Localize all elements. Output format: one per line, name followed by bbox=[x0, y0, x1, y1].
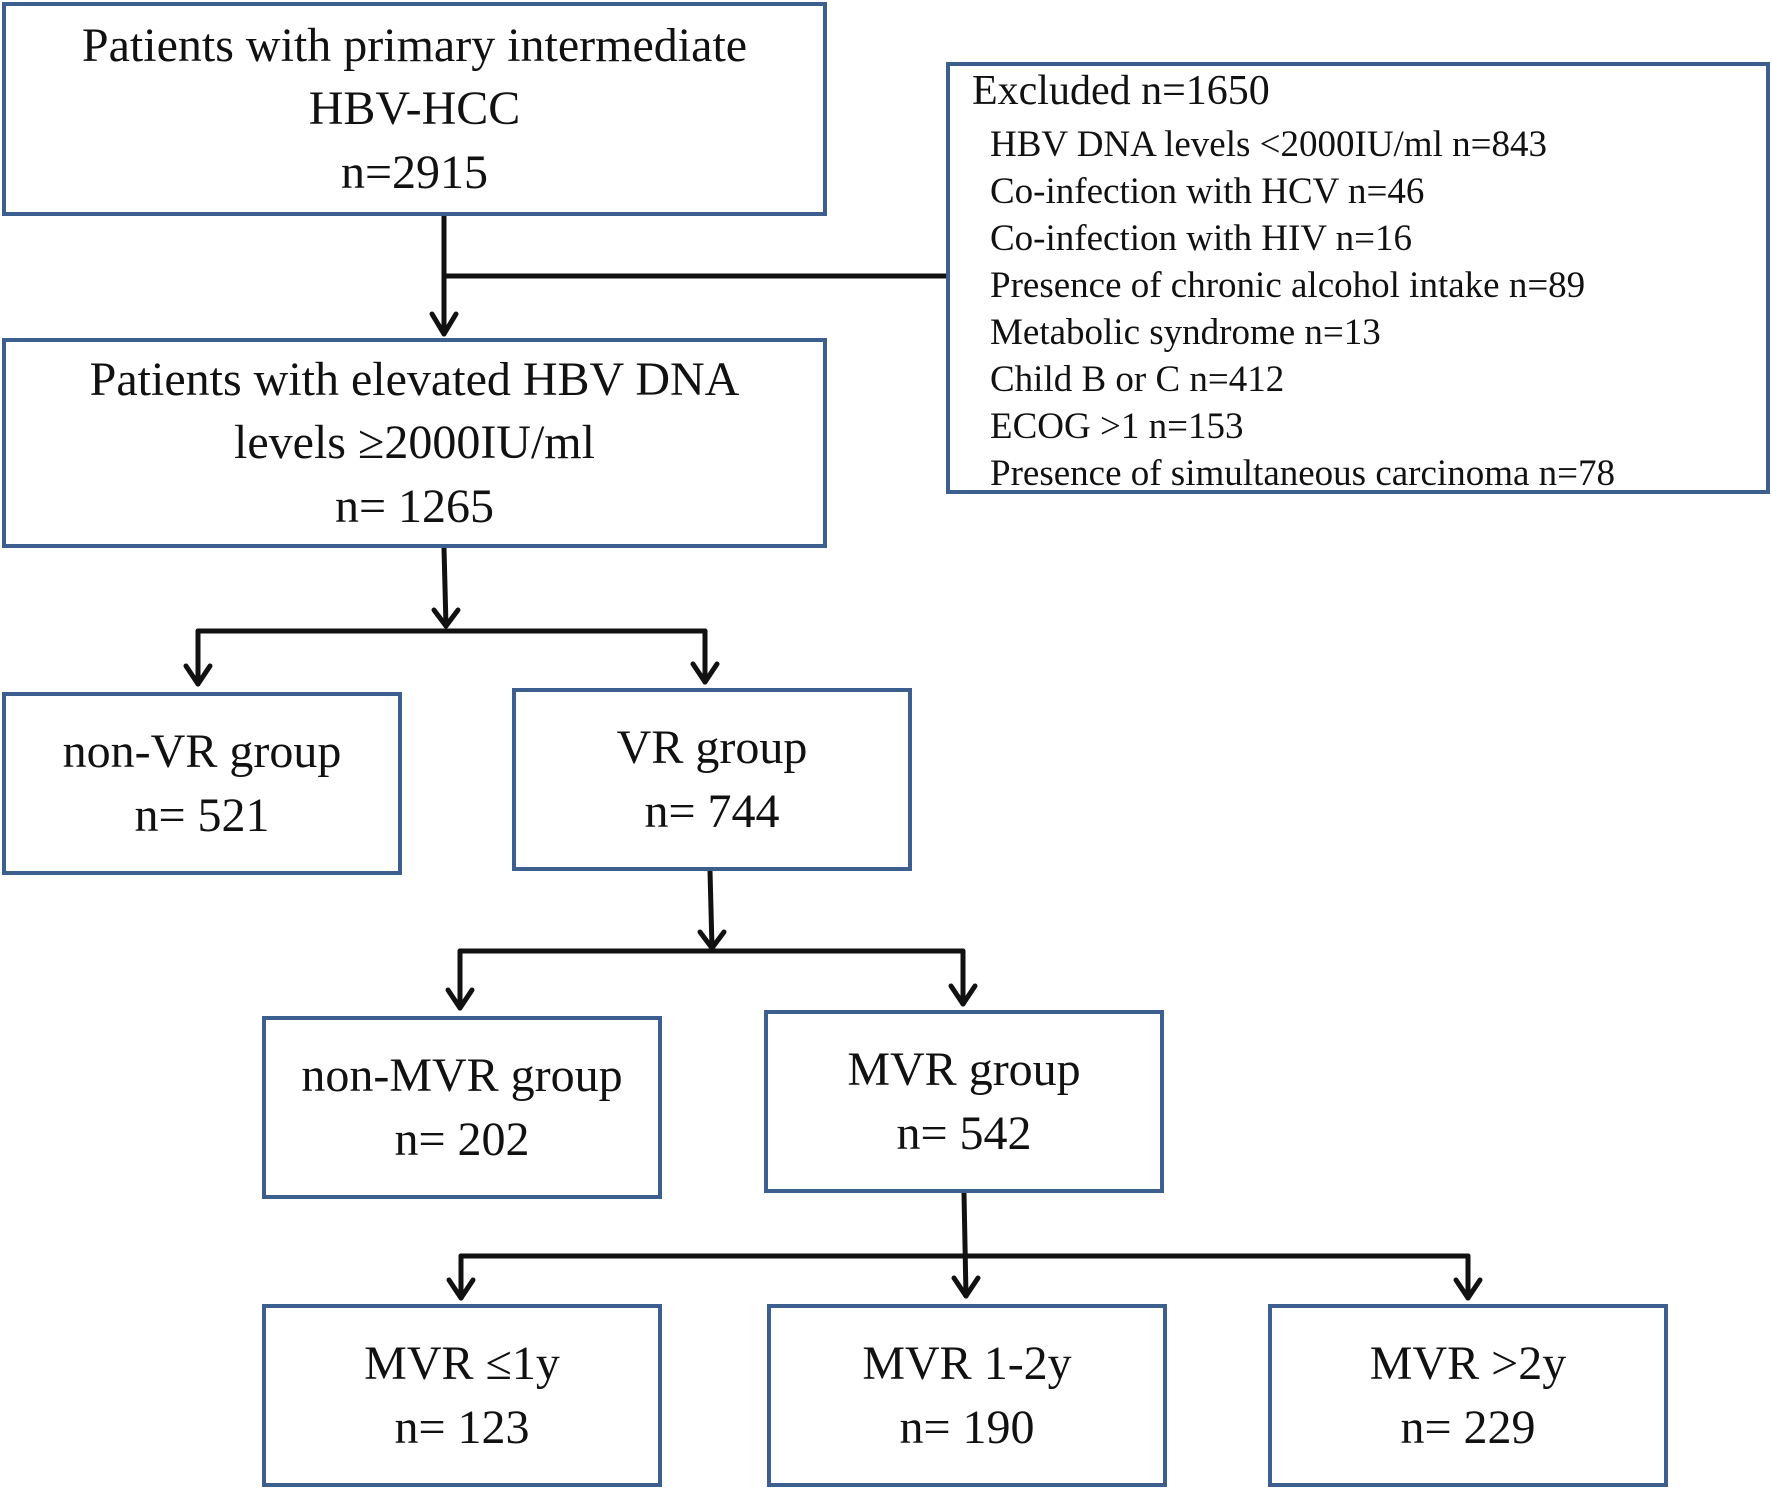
box-mvr-le-1y: MVR ≤1y n= 123 bbox=[262, 1304, 662, 1487]
nonvr-count: n= 521 bbox=[134, 788, 270, 842]
box-vr-group: VR group n= 744 bbox=[512, 688, 912, 871]
nonmvr-label: non-MVR group bbox=[301, 1049, 623, 1103]
mvr-count: n= 542 bbox=[896, 1106, 1032, 1160]
box-mvr-1-2y: MVR 1-2y n= 190 bbox=[767, 1304, 1167, 1487]
box-non-mvr-group: non-MVR group n= 202 bbox=[262, 1016, 662, 1199]
nonmvr-count: n= 202 bbox=[394, 1112, 530, 1166]
arrowhead-nonvr bbox=[183, 663, 213, 687]
elevated-line-1: Patients with elevated HBV DNA bbox=[89, 352, 740, 406]
arrowhead-mvr bbox=[948, 983, 978, 1007]
excluded-item-hcv: Co-infection with HCV n=46 bbox=[990, 171, 1425, 212]
mvr-gt2-label: MVR >2y bbox=[1369, 1337, 1567, 1391]
arrowhead-nonmvr bbox=[445, 987, 475, 1011]
arrowhead-split-1 bbox=[431, 607, 461, 629]
start-line-2: HBV-HCC bbox=[308, 82, 521, 136]
connector-vr-down bbox=[707, 868, 715, 951]
vr-label: VR group bbox=[616, 721, 808, 775]
excluded-item-hbv-dna-low: HBV DNA levels <2000IU/ml n=843 bbox=[990, 124, 1547, 165]
nonvr-label: non-VR group bbox=[62, 725, 342, 779]
connector-mvr-down bbox=[961, 1190, 969, 1299]
box-mvr-gt-2y: MVR >2y n= 229 bbox=[1268, 1304, 1668, 1487]
arrowhead-mvr-gt2 bbox=[1453, 1277, 1483, 1301]
arrowhead-mvr-le1 bbox=[446, 1277, 476, 1301]
excluded-item-metabolic: Metabolic syndrome n=13 bbox=[990, 312, 1381, 353]
excluded-item-ecog: ECOG >1 n=153 bbox=[990, 406, 1244, 447]
arrowhead-split-2 bbox=[697, 929, 727, 951]
box-primary-intermediate-hbv-hcc: Patients with primary intermediate HBV-H… bbox=[2, 2, 827, 216]
box-excluded: Excluded n=1650 HBV DNA levels <2000IU/m… bbox=[946, 62, 1770, 494]
elevated-line-3: n= 1265 bbox=[334, 479, 495, 533]
mvr-1-2-label: MVR 1-2y bbox=[862, 1337, 1072, 1391]
box-elevated-hbv-dna: Patients with elevated HBV DNA levels ≥2… bbox=[2, 338, 827, 548]
mvr-le1-count: n= 123 bbox=[394, 1400, 530, 1454]
arrowhead-vr bbox=[690, 661, 720, 685]
arrowhead-mvr12 bbox=[951, 1275, 981, 1299]
mvr-1-2-count: n= 190 bbox=[899, 1400, 1035, 1454]
excluded-item-carcinoma: Presence of simultaneous carcinoma n=78 bbox=[990, 453, 1616, 494]
excluded-item-alcohol: Presence of chronic alcohol intake n=89 bbox=[990, 265, 1586, 306]
elevated-line-2: levels ≥2000IU/ml bbox=[234, 416, 595, 470]
excluded-item-hiv: Co-infection with HIV n=16 bbox=[990, 218, 1412, 259]
start-line-1: Patients with primary intermediate bbox=[81, 18, 748, 72]
box-non-vr-group: non-VR group n= 521 bbox=[2, 692, 402, 875]
arrowhead-elevated bbox=[429, 311, 459, 337]
mvr-le1-label: MVR ≤1y bbox=[364, 1337, 560, 1391]
box-mvr-group: MVR group n= 542 bbox=[764, 1010, 1164, 1193]
mvr-gt2-count: n= 229 bbox=[1400, 1400, 1536, 1454]
mvr-label: MVR group bbox=[847, 1043, 1081, 1097]
excluded-title: Excluded n=1650 bbox=[972, 68, 1270, 114]
connector-elevated-down bbox=[441, 545, 449, 629]
excluded-item-child-bc: Child B or C n=412 bbox=[990, 359, 1285, 400]
start-line-3: n=2915 bbox=[340, 145, 489, 199]
vr-count: n= 744 bbox=[644, 784, 780, 838]
